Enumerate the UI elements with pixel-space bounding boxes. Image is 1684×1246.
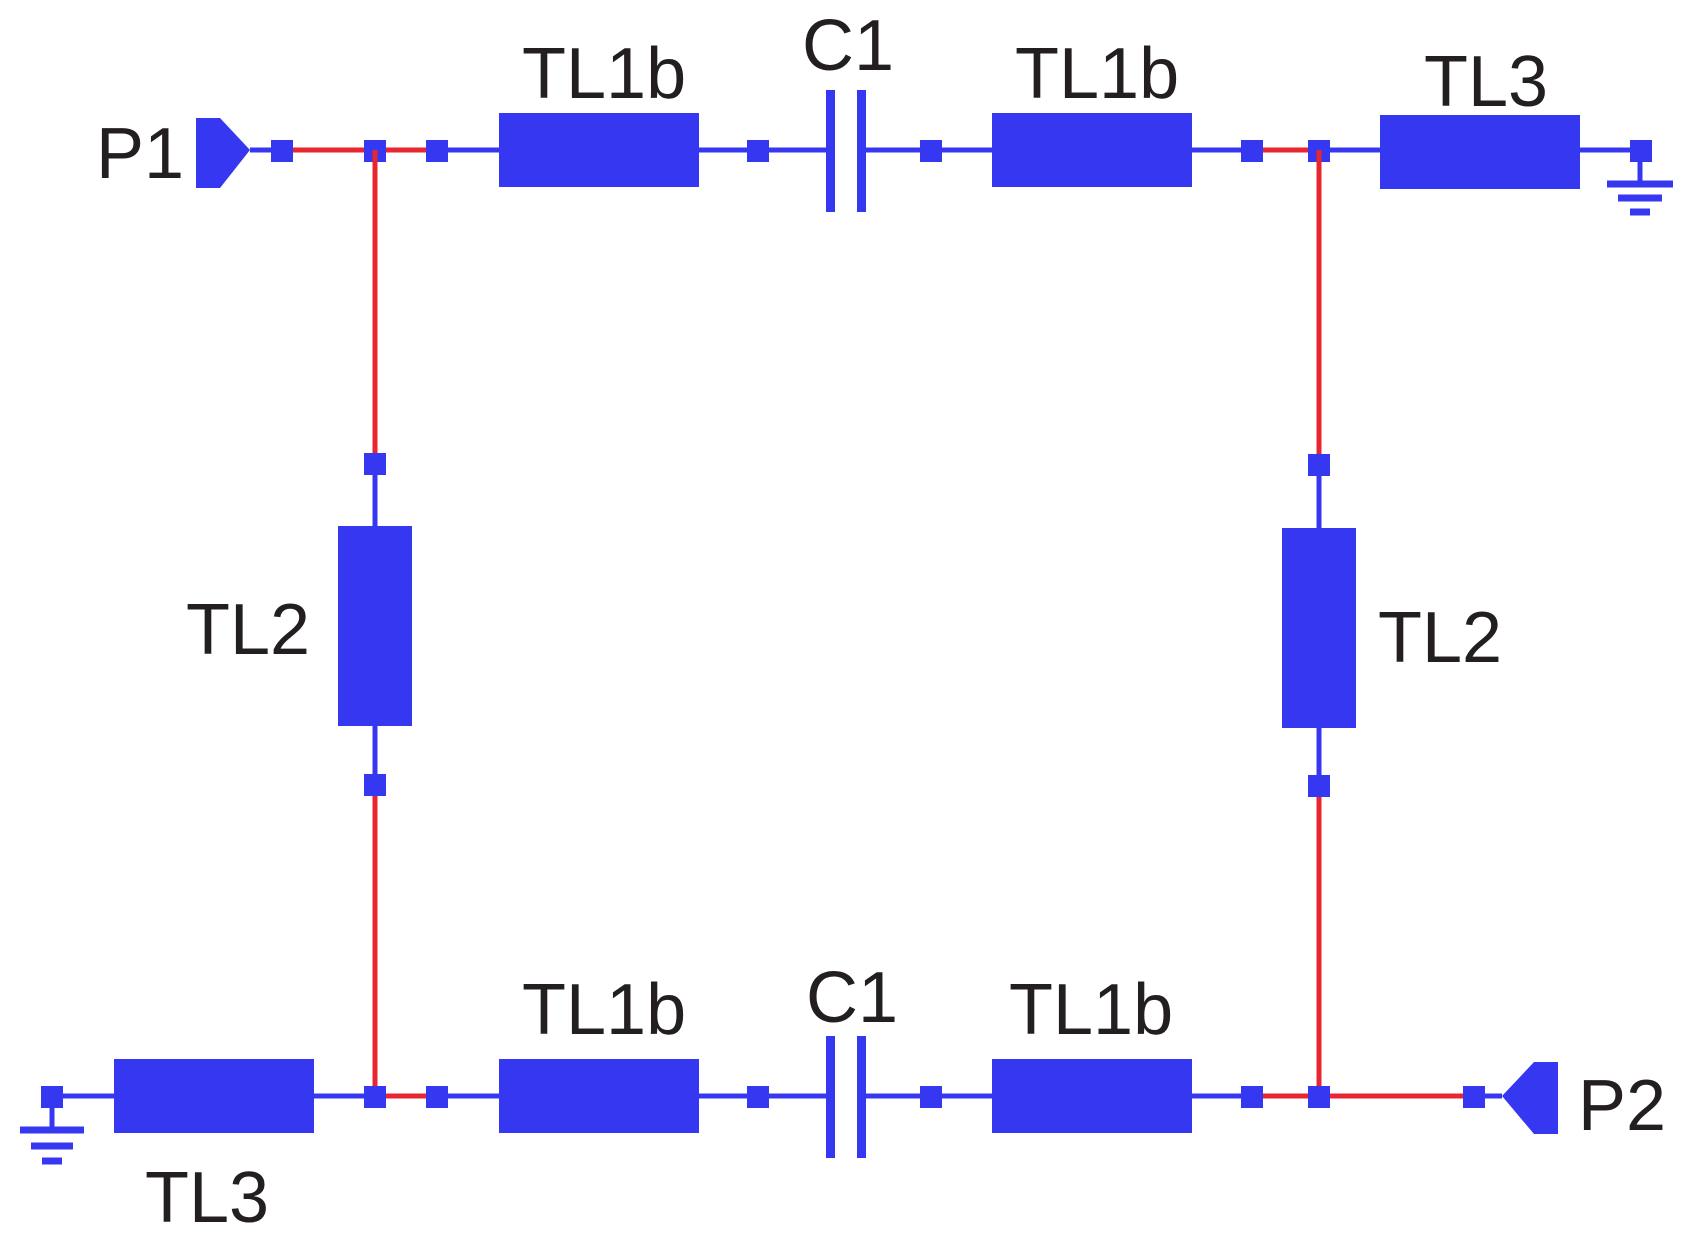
- pin[interactable]: [1308, 775, 1330, 797]
- pin[interactable]: [747, 140, 769, 162]
- pin-junction[interactable]: [364, 1086, 386, 1108]
- port-p2-label: P2: [1578, 1066, 1666, 1146]
- pin-junction[interactable]: [1308, 1086, 1330, 1108]
- pin[interactable]: [747, 1086, 769, 1108]
- ground-icon: [20, 1126, 84, 1165]
- tl1b-bottom-right-line[interactable]: [992, 1059, 1192, 1133]
- c1-top-plate-left[interactable]: [826, 90, 835, 212]
- tl3-bottom-line[interactable]: [114, 1059, 314, 1133]
- tl2-left-label: TL2: [186, 590, 310, 670]
- c1-top-plate-right[interactable]: [857, 90, 866, 212]
- pin[interactable]: [364, 453, 386, 475]
- port-p1-label: P1: [96, 114, 184, 194]
- tl1b-bottom-right-label: TL1b: [1009, 970, 1173, 1050]
- tl3-bottom-label: TL3: [145, 1158, 269, 1238]
- pin[interactable]: [1308, 454, 1330, 476]
- tl1b-bottom-left-line[interactable]: [499, 1059, 699, 1133]
- tl1b-top-right-line[interactable]: [992, 113, 1192, 187]
- port-p1-terminal[interactable]: [196, 118, 250, 188]
- right-branch: TL2: [1282, 150, 1502, 1096]
- pin[interactable]: [920, 140, 942, 162]
- pin[interactable]: [920, 1086, 942, 1108]
- c1-bottom-label: C1: [806, 958, 898, 1038]
- tl1b-bottom-left-label: TL1b: [522, 970, 686, 1050]
- tl2-left-line[interactable]: [338, 526, 412, 726]
- c1-bottom-plate-left[interactable]: [826, 1036, 835, 1158]
- ground-icon: [1607, 180, 1673, 216]
- left-branch: TL2: [186, 150, 412, 1096]
- pin[interactable]: [426, 1086, 448, 1108]
- tl1b-top-left-line[interactable]: [499, 113, 699, 187]
- port-p2-terminal[interactable]: [1502, 1062, 1558, 1134]
- bottom-branch: TL3 TL1b C1 TL1b P2: [20, 958, 1666, 1238]
- tl1b-top-left-label: TL1b: [522, 34, 686, 114]
- pin[interactable]: [1630, 140, 1652, 162]
- pin[interactable]: [1241, 140, 1263, 162]
- tl2-right-label: TL2: [1378, 598, 1502, 678]
- tl2-right-line[interactable]: [1282, 528, 1356, 728]
- pin[interactable]: [271, 140, 293, 162]
- pin[interactable]: [426, 140, 448, 162]
- c1-bottom-plate-right[interactable]: [857, 1036, 866, 1158]
- c1-top-label: C1: [802, 6, 894, 86]
- pin[interactable]: [1241, 1086, 1263, 1108]
- pin[interactable]: [364, 774, 386, 796]
- top-branch: P1 TL1b C1 TL1b TL3: [96, 6, 1673, 216]
- tl3-top-line[interactable]: [1380, 115, 1580, 189]
- pin[interactable]: [1463, 1086, 1485, 1108]
- tl1b-top-right-label: TL1b: [1015, 34, 1179, 114]
- tl3-top-label: TL3: [1424, 42, 1548, 122]
- pin[interactable]: [41, 1086, 63, 1108]
